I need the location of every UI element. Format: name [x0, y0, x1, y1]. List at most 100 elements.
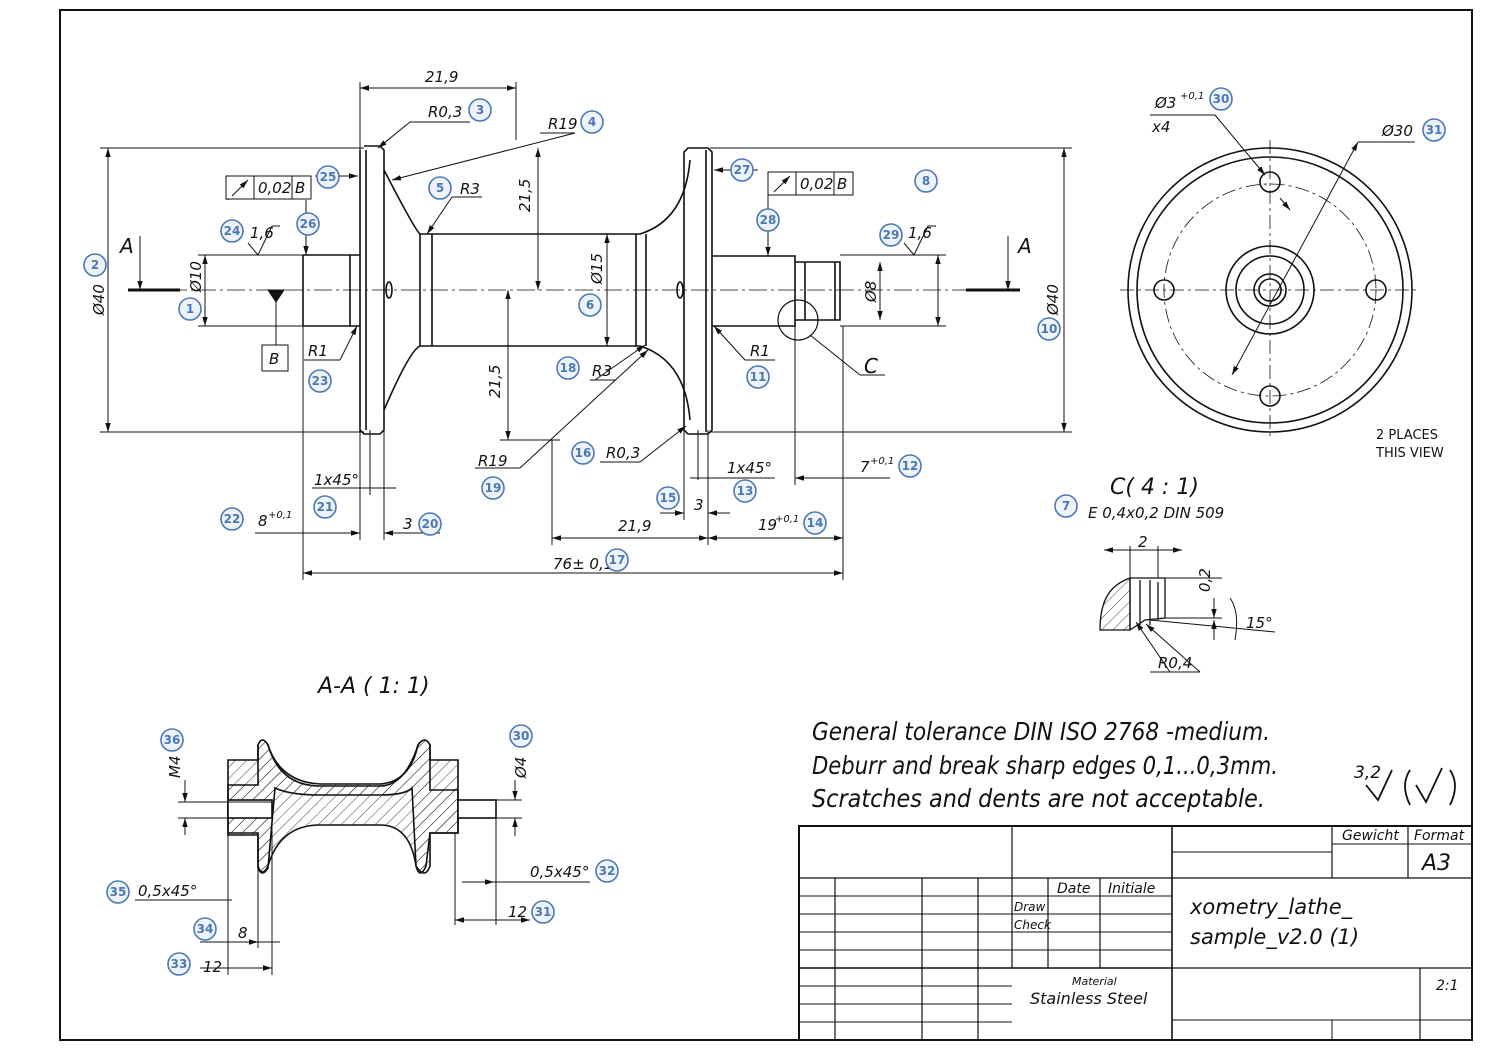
balloon-number: 8: [922, 174, 930, 188]
balloon-4: 4: [580, 110, 604, 134]
dim-3-left: 3: [403, 515, 413, 533]
balloon-29: 29: [879, 223, 903, 247]
balloon-circle: [83, 253, 107, 277]
balloon-number: 30: [1213, 92, 1230, 106]
balloon-circle: [730, 158, 754, 182]
dim-r3-top: R3: [460, 180, 480, 198]
balloon-28: 28: [756, 208, 780, 232]
balloon-number: 25: [320, 170, 337, 184]
balloon-number: 21: [317, 500, 334, 514]
balloon-number: 10: [1041, 322, 1058, 336]
dim-d40-right: Ø40: [1044, 284, 1062, 316]
balloon-circle: [595, 859, 619, 883]
balloon-16: 16: [571, 441, 595, 465]
balloon-circle: [1054, 494, 1078, 518]
front-dimension-lines: [100, 82, 1072, 580]
balloon-circle: [106, 880, 130, 904]
balloon-number: 29: [883, 228, 900, 242]
balloon-circle: [193, 917, 217, 941]
dim-r19-top: R19: [548, 115, 578, 133]
balloon-circle: [481, 476, 505, 500]
balloon-number: 16: [575, 446, 592, 460]
dim-21-9-top: 21,9: [425, 68, 458, 86]
balloon-36: 36: [160, 728, 184, 752]
balloon-35: 35: [106, 880, 130, 904]
balloon-number: 4: [588, 115, 596, 129]
general-notes: General tolerance DIN ISO 2768 -medium. …: [812, 717, 1278, 813]
dim-8-section: 8: [238, 924, 248, 942]
balloon-number: 19: [485, 481, 502, 495]
section-a-a-title: A-A ( 1: 1): [316, 674, 430, 699]
dim-21-9-bot: 21,9: [618, 517, 651, 535]
balloon-number: 27: [734, 163, 751, 177]
check-label: Check: [1014, 918, 1052, 932]
balloon-circle: [605, 548, 629, 572]
dim-d30: Ø30: [1381, 122, 1413, 140]
dim-detail-r0-4: R0,4: [1158, 654, 1192, 672]
balloon-circle: [418, 512, 442, 536]
material-label: Material: [1072, 975, 1117, 988]
dim-12-section-left: 12: [203, 958, 222, 976]
balloon-circle: [898, 454, 922, 478]
note-line-3: Scratches and dents are not acceptable.: [812, 784, 1265, 813]
dim-12-section-right: 12: [508, 903, 527, 921]
detail-c-spec: E 0,4x0,2 DIN 509: [1088, 504, 1224, 522]
balloon-14: 14: [803, 511, 827, 535]
places-note-line1: 2 PLACES: [1376, 428, 1438, 443]
format-value: A3: [1420, 851, 1451, 876]
balloon-number: 34: [197, 922, 214, 936]
dim-detail-0-2: 0,2: [1196, 568, 1214, 592]
balloon-circle: [167, 952, 191, 976]
balloon-circle: [531, 900, 555, 924]
balloon-circle: [178, 297, 202, 321]
sheet-border: [59, 9, 1473, 1041]
balloon-number: 14: [807, 516, 824, 530]
balloon-number: 33: [171, 957, 188, 971]
dim-d4-section: Ø4: [512, 757, 530, 779]
roughness-value: 3,2: [1354, 763, 1381, 783]
balloon-number: 2: [91, 258, 99, 272]
title-block: [798, 825, 1473, 1041]
balloon-group: 1234567810111213141516171819202122232425…: [83, 87, 1446, 976]
detail-c-view: [1099, 546, 1276, 673]
part-name-line-1: xometry_lathe_: [1189, 895, 1353, 920]
front-dimension-text: 21,9 R0,3 R19 R3 21,5 21,5 Ø40 Ø40 Ø10 Ø…: [90, 68, 1062, 573]
section-dimension-lines: [135, 780, 590, 975]
side-view-text: Ø3 +0,1 x4 Ø30 2 PLACES THIS VIEW: [1151, 91, 1444, 461]
places-note-line2: THIS VIEW: [1375, 446, 1444, 461]
balloon-circle: [914, 169, 938, 193]
dim-hole-count: x4: [1151, 118, 1170, 136]
dim-m4: M4: [166, 756, 184, 779]
balloon-circle: [316, 165, 340, 189]
balloon-12: 12: [898, 454, 922, 478]
detail-c-text: C( 4 : 1) E 0,4x0,2 DIN 509 2 0,2 15° R0…: [1088, 475, 1273, 672]
balloon-30: 30: [1209, 87, 1233, 111]
balloon-circle: [220, 507, 244, 531]
balloon-circle: [308, 369, 332, 393]
balloon-number: 31: [1426, 123, 1443, 137]
balloon-number: 36: [164, 733, 181, 747]
dim-19: 19: [758, 516, 777, 534]
dim-r3-bot: R3: [592, 362, 612, 380]
balloon-21: 21: [313, 495, 337, 519]
balloon-24: 24: [220, 219, 244, 243]
balloon-10: 10: [1037, 317, 1061, 341]
balloon-33: 33: [167, 952, 191, 976]
dim-d40-left: Ø40: [90, 284, 108, 316]
datum-b-label: B: [269, 350, 279, 368]
balloon-1: 1: [178, 297, 202, 321]
balloon-32: 32: [595, 859, 619, 883]
balloon-number: 17: [609, 553, 626, 567]
balloon-number: 5: [436, 181, 444, 195]
balloon-30b: 30: [509, 724, 533, 748]
balloon-circle: [733, 479, 757, 503]
balloon-3: 3: [468, 98, 492, 122]
balloon-circle: [803, 511, 827, 535]
balloon-27: 27: [730, 158, 754, 182]
date-label: Date: [1057, 881, 1090, 897]
balloon-circle: [656, 486, 680, 510]
dim-detail-2: 2: [1138, 533, 1148, 551]
dim-21-5-bot: 21,5: [486, 365, 504, 398]
tolerance-datum-right: B: [837, 175, 847, 193]
balloon-circle: [160, 728, 184, 752]
